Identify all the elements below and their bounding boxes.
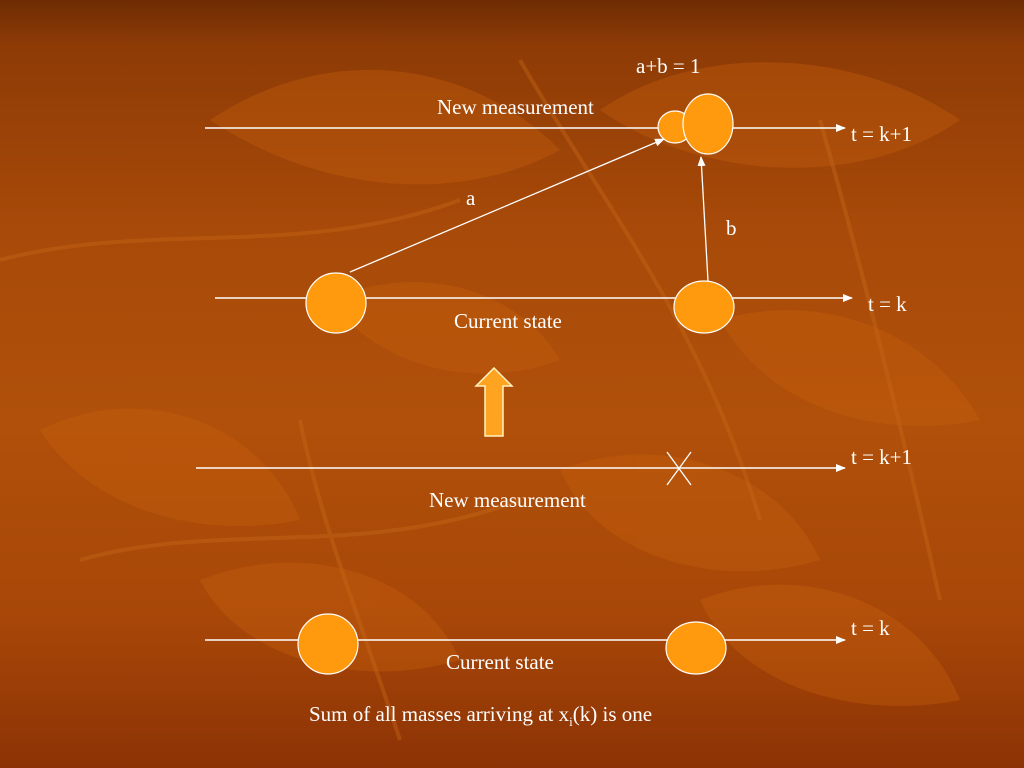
node-bottom-state-left [297,613,359,675]
node-top-state-right [673,280,735,334]
leaf-stem [518,59,762,521]
constraint-label: a+b = 1 [636,54,701,78]
leaf-shape [40,408,300,526]
new-measurement-label-top: New measurement [437,95,594,119]
current-state-label-top: Current state [454,309,562,333]
caption: Sum of all masses arriving at xi(k) is o… [309,702,653,730]
leaf-shape [560,454,820,572]
node-top-state-left [305,272,367,334]
node-top-large-measurement [682,93,734,155]
current-state-label-bottom: Current state [446,650,554,674]
edge-a-arrow [349,138,665,273]
new-measurement-label-bottom: New measurement [429,488,586,512]
leaf-stem [298,419,402,741]
leaf-stem [79,498,521,562]
leaf-stem [0,198,461,262]
up-arrow-icon [474,366,514,437]
time-label-top-current: t = k [868,292,907,316]
leaf-shape [720,310,980,426]
node-bottom-state-right [665,621,727,675]
time-label-top-next: t = k+1 [851,122,913,146]
leaf-stem [818,119,942,601]
time-label-bottom-current: t = k [851,616,890,640]
caption-suffix: (k) is one [572,702,653,726]
time-label-bottom-next: t = k+1 [851,445,913,469]
edge-b-label: b [726,216,737,240]
edge-a-label: a [466,186,476,210]
leaf-shape [330,282,560,374]
leaf-shape [210,69,560,185]
leaf-shape [700,584,960,706]
edge-b-arrow [697,156,709,282]
caption-subscript: i [569,714,573,730]
caption-prefix: Sum of all masses arriving at x [309,702,570,726]
cross-mark-icon [666,451,692,486]
